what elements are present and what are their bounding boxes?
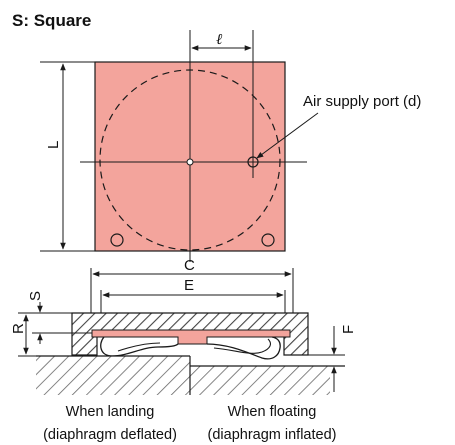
center-point <box>186 158 194 166</box>
corner-hole-right <box>261 233 275 247</box>
caption-floating-line1: When floating <box>228 404 317 420</box>
ell-label: ℓ <box>216 30 222 48</box>
caption-landing-line2: (diaphragm deflated) <box>43 427 177 443</box>
diaphragm-deflated-inner <box>117 342 161 352</box>
caption-landing-line1: When landing <box>66 404 155 420</box>
diaphragm-inflated-inner <box>213 338 271 354</box>
ground-left <box>36 356 190 395</box>
section-view: C E S R <box>10 257 357 395</box>
diaphragm-strip <box>91 329 291 345</box>
S-label: S <box>27 291 44 301</box>
diaphragm-deflated <box>100 336 179 357</box>
caption-floating-line2: (diaphragm inflated) <box>208 427 337 443</box>
C-label: C <box>184 257 195 274</box>
R-label: R <box>10 323 27 334</box>
diaphragm-inflated <box>206 336 281 360</box>
F-label: F <box>340 325 357 334</box>
air-supply-port-label: Air supply port (d) <box>303 93 421 110</box>
captions: When landing (diaphragm deflated) When f… <box>43 404 336 443</box>
air-port-leader <box>256 112 319 159</box>
corner-hole-left <box>110 233 124 247</box>
page-title: S: Square <box>12 11 91 30</box>
E-label: E <box>184 277 194 294</box>
ground-right <box>190 366 330 395</box>
top-view: ℓ L Air supply port (d) <box>40 30 421 262</box>
air-supply-port-icon <box>247 156 259 168</box>
L-label: L <box>45 141 62 149</box>
